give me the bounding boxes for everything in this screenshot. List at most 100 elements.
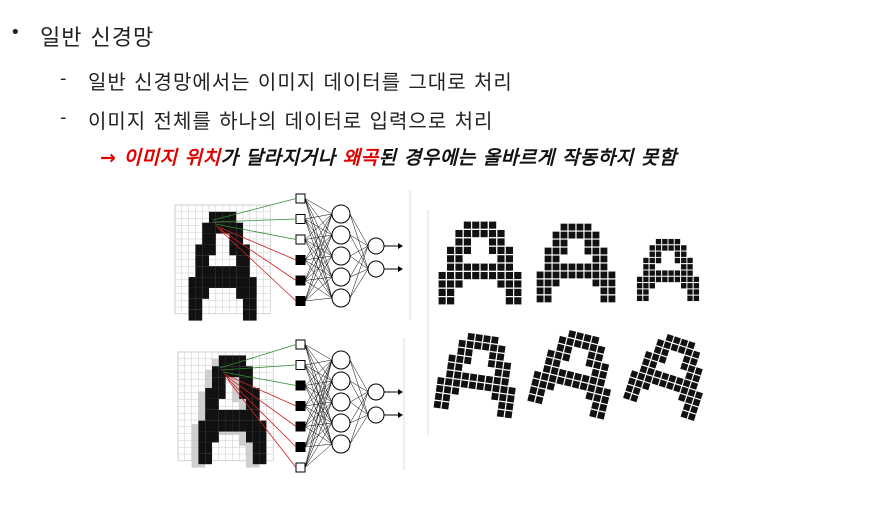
variant-pixel <box>535 294 545 304</box>
variant-pixel <box>440 400 451 411</box>
variant-pixel <box>545 381 557 393</box>
connection <box>304 401 333 468</box>
variant-pixel <box>445 287 456 298</box>
conclusion-note: → 이미지 위치가 달라지거나 왜곡된 경우에는 올바르게 작동하지 못함 <box>100 143 677 170</box>
letter-pixel <box>236 244 243 256</box>
hidden-neuron <box>331 392 351 412</box>
variant-pixel <box>479 262 489 272</box>
letter-pixel <box>252 442 260 454</box>
variant-pixel <box>512 287 523 298</box>
shadow-pixel <box>205 369 212 381</box>
letter-pixel <box>222 211 230 223</box>
mapping-line <box>220 364 297 371</box>
letter-pixel <box>195 287 203 299</box>
variant-pixel <box>642 256 650 265</box>
letter-pixel <box>195 255 203 267</box>
letter-pixel <box>202 233 209 245</box>
connection <box>304 198 333 215</box>
variant-pixel <box>551 262 561 272</box>
letter-pixel <box>252 388 260 399</box>
variant-pixel <box>479 270 489 281</box>
letter-pixel <box>218 355 226 367</box>
letter-pixel <box>239 420 246 432</box>
connection <box>304 359 333 468</box>
variant-pixel <box>583 222 593 232</box>
shadow-pixel <box>232 391 240 403</box>
variant-pixel <box>667 275 675 284</box>
letter-pixel <box>246 366 253 378</box>
variant-pixel <box>599 286 609 296</box>
letter-pixel <box>202 222 209 234</box>
subitem-2: 이미지 전체를 하나의 데이터로 입력으로 처리 <box>88 109 494 133</box>
variant-pixel <box>535 278 545 288</box>
variant-pixel <box>543 294 553 304</box>
connection <box>349 380 369 416</box>
variant-pixel <box>551 238 561 248</box>
hidden-neuron <box>331 246 351 266</box>
variant-pixel <box>559 222 569 232</box>
variant-pixel <box>680 250 688 258</box>
letter-pixel <box>236 233 243 245</box>
variant-pixel <box>551 270 561 280</box>
letter-pixel <box>202 287 209 299</box>
letter-pixel <box>252 398 260 410</box>
variant-pixel <box>445 279 456 289</box>
letter-pixel <box>249 277 257 288</box>
letter-pixel <box>205 442 212 454</box>
letter-pixel <box>205 388 212 399</box>
letter-pixel <box>229 211 237 223</box>
variant-pixel <box>692 288 700 296</box>
letter-pixel <box>239 366 246 378</box>
letter-pixel <box>243 309 250 321</box>
variant-pixel <box>559 246 569 256</box>
letter-pixel <box>209 277 216 288</box>
letter-pixel <box>202 244 209 256</box>
variant-pixel <box>471 262 481 272</box>
letter-pixel <box>236 287 243 299</box>
output-neuron <box>367 260 385 278</box>
variant-pixel <box>462 262 473 272</box>
connection <box>349 380 369 393</box>
variant-pixel <box>575 222 585 232</box>
letter-a-skewed-3 <box>621 332 705 423</box>
variant-pixel <box>636 294 644 302</box>
variant-pixel <box>462 220 473 230</box>
hidden-neuron <box>331 267 351 287</box>
connection <box>304 213 333 281</box>
shadow-pixel <box>191 445 199 457</box>
letter-pixel <box>225 420 233 432</box>
letter-pixel <box>252 409 260 421</box>
variant-pixel <box>454 270 464 281</box>
letter-pixel <box>243 287 250 299</box>
note-part3: 된 경우에는 올바르게 작동하지 못함 <box>378 147 677 169</box>
variant-pixel <box>583 238 593 248</box>
variant-pixel <box>487 228 498 239</box>
connection <box>304 344 333 361</box>
letter-pixel <box>246 409 253 421</box>
variant-pixel <box>686 256 694 265</box>
variant-pixel <box>583 246 593 256</box>
variant-pixel <box>471 220 481 230</box>
variant-pixel <box>599 246 609 256</box>
variant-pixel <box>487 262 498 272</box>
connection <box>349 268 369 278</box>
variant-pixel <box>607 294 617 304</box>
letter-pixel <box>232 409 240 421</box>
variant-pixel <box>607 286 617 296</box>
variant-pixel <box>591 278 601 288</box>
variant-pixel <box>496 245 506 256</box>
variant-pixel <box>654 256 663 265</box>
letter-pixel <box>252 431 260 443</box>
letter-pixel <box>249 298 257 310</box>
letter-pixel <box>212 388 219 399</box>
variant-pixel <box>673 250 682 258</box>
shadow-pixel <box>239 402 246 414</box>
variant-pixel <box>471 228 481 239</box>
variant-pixel <box>551 254 561 264</box>
variant-pixel <box>437 287 447 298</box>
connection <box>304 213 333 240</box>
variant-pixel <box>496 237 506 247</box>
connection <box>304 359 333 366</box>
mapping-line <box>226 377 297 448</box>
shadow-pixel <box>198 391 206 403</box>
